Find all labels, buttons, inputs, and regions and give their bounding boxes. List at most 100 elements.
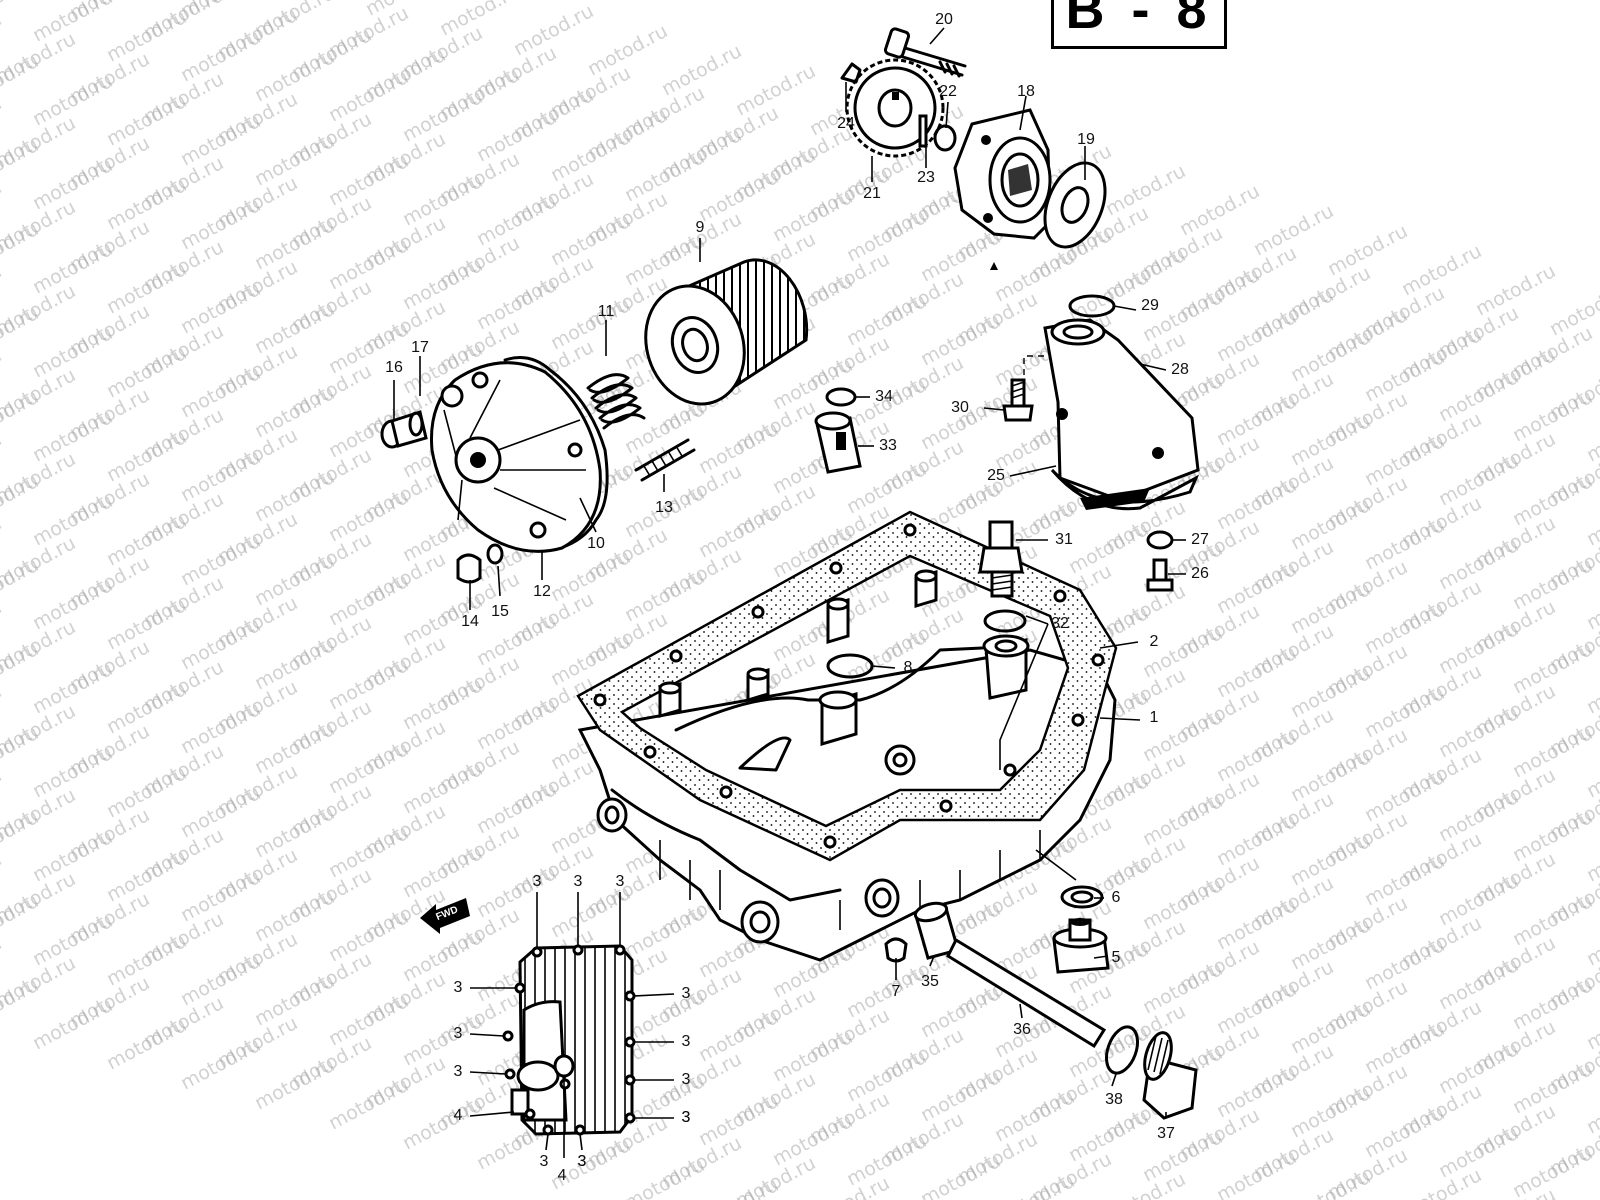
callout-22: 22 bbox=[939, 83, 957, 100]
section-label-box: B - 8 bbox=[1051, 0, 1227, 49]
oil-pump-group bbox=[840, 27, 1107, 270]
callout-14: 14 bbox=[461, 613, 479, 630]
callout-25: 25 bbox=[987, 467, 1005, 484]
pump-washer bbox=[933, 124, 957, 152]
watermark-text: motod.ru bbox=[0, 470, 42, 530]
callout-3: 3 bbox=[454, 1025, 463, 1042]
small-bolt bbox=[1146, 558, 1174, 592]
watermark-text: motod.ru bbox=[1213, 1146, 1300, 1200]
watermark-text: motod.ru bbox=[0, 680, 5, 740]
watermark-text: motod.ru bbox=[0, 806, 42, 866]
watermark-text: motod.ru bbox=[0, 932, 5, 992]
callout-3: 3 bbox=[533, 873, 542, 890]
watermark-text: motod.ru bbox=[251, 1054, 338, 1114]
internal-bosses bbox=[658, 569, 938, 776]
callout-18: 18 bbox=[1017, 83, 1035, 100]
relief-plug bbox=[1142, 1031, 1198, 1120]
callout-33: 33 bbox=[879, 437, 897, 454]
callout-36: 36 bbox=[1013, 1021, 1031, 1038]
callout-3: 3 bbox=[682, 1071, 691, 1088]
cap-nut bbox=[456, 553, 482, 584]
callout-23: 23 bbox=[917, 169, 935, 186]
watermark-text: motod.ru bbox=[0, 50, 42, 110]
strainer-screen bbox=[1050, 468, 1200, 511]
callout-29: 29 bbox=[1141, 297, 1159, 314]
callout-17: 17 bbox=[411, 339, 429, 356]
watermark-text: motod.ru bbox=[1287, 1166, 1374, 1200]
valve-o-ring bbox=[825, 387, 857, 407]
callout-9: 9 bbox=[696, 219, 705, 236]
callout-21: 21 bbox=[863, 185, 881, 202]
callout-6: 6 bbox=[1112, 889, 1121, 906]
callout-3: 3 bbox=[454, 979, 463, 996]
callout-3: 3 bbox=[682, 1109, 691, 1126]
callout-31: 31 bbox=[1055, 531, 1073, 548]
watermark-text: motod.ru bbox=[399, 1094, 486, 1154]
callout-20: 20 bbox=[935, 11, 953, 28]
callout-32: 32 bbox=[1051, 615, 1069, 632]
watermark-text: motod.ru bbox=[0, 344, 5, 404]
pump-bolt bbox=[883, 27, 967, 78]
callout-5: 5 bbox=[1112, 949, 1121, 966]
drain-group bbox=[884, 885, 1198, 1120]
watermark-text: motod.ru bbox=[621, 1154, 708, 1200]
oil-strainer-group bbox=[814, 294, 1200, 592]
plug-gasket bbox=[1104, 1025, 1140, 1075]
watermark-text: motod.ru bbox=[0, 260, 5, 320]
oil-strainer-body bbox=[1043, 318, 1200, 502]
callout-4: 4 bbox=[454, 1107, 463, 1124]
bypass-valve bbox=[814, 411, 862, 474]
watermark-text: motod.ru bbox=[0, 176, 5, 236]
relief-spring bbox=[946, 937, 1107, 1049]
callout-3: 3 bbox=[682, 985, 691, 1002]
callout-27: 27 bbox=[1191, 531, 1209, 548]
callout-26: 26 bbox=[1191, 565, 1209, 582]
filter-cover-gasket bbox=[503, 356, 609, 550]
watermark-text: motod.ru bbox=[0, 386, 42, 446]
callout-3: 3 bbox=[574, 873, 583, 890]
watermark-text: motod.ru bbox=[1583, 574, 1600, 634]
callout-11: 11 bbox=[598, 303, 615, 320]
callout-8: 8 bbox=[904, 659, 913, 676]
watermark-text: motod.ru bbox=[0, 974, 42, 1034]
watermark-text: motod.ru bbox=[0, 92, 5, 152]
callout-3: 3 bbox=[578, 1153, 587, 1170]
oil-filter-group bbox=[380, 258, 809, 584]
callout-10: 10 bbox=[587, 535, 605, 552]
watermark-text: motod.ru bbox=[0, 638, 42, 698]
watermark-text: motod.ru bbox=[29, 994, 116, 1054]
forward-direction-arrow: FWD bbox=[420, 898, 470, 934]
watermark-text: motod.ru bbox=[917, 1150, 1004, 1200]
watermark-text: motod.ru bbox=[177, 1034, 264, 1094]
watermark-text: motod.ru bbox=[325, 1074, 412, 1134]
watermark-text: motod.ru bbox=[0, 848, 5, 908]
watermark-text: motod.ru bbox=[0, 764, 5, 824]
callout-30: 30 bbox=[951, 399, 969, 416]
oil-filter-element bbox=[644, 258, 809, 406]
pump-pin bbox=[918, 114, 928, 148]
watermark-text: motod.ru bbox=[0, 512, 5, 572]
watermark-text: motod.ru bbox=[0, 554, 42, 614]
watermark-text: motod.ru bbox=[0, 8, 5, 68]
watermark-text: motod.ru bbox=[1583, 994, 1600, 1054]
small-washer bbox=[1146, 530, 1174, 550]
pump-sprocket bbox=[845, 58, 945, 158]
callout-24: 24 bbox=[837, 115, 855, 132]
watermark-text: motod.ru bbox=[1583, 1162, 1600, 1200]
callout-3: 3 bbox=[682, 1033, 691, 1050]
pump-gasket bbox=[1043, 161, 1107, 249]
oil-pump-body bbox=[953, 108, 1052, 240]
callout-19: 19 bbox=[1077, 131, 1095, 148]
watermark-text: motod.ru bbox=[0, 722, 42, 782]
nut-washer bbox=[486, 543, 504, 565]
drain-washer bbox=[1060, 885, 1104, 909]
watermark-text: motod.ru bbox=[1583, 406, 1600, 466]
watermark-text: motod.ru bbox=[1583, 1078, 1600, 1138]
watermark-text: motod.ru bbox=[0, 218, 42, 278]
callout-34: 34 bbox=[875, 388, 893, 405]
filter-stud bbox=[634, 438, 696, 482]
watermark-text: motod.ru bbox=[1583, 490, 1600, 550]
watermark-text: motod.ru bbox=[1583, 658, 1600, 718]
watermark-text: motod.ru bbox=[695, 1174, 782, 1200]
